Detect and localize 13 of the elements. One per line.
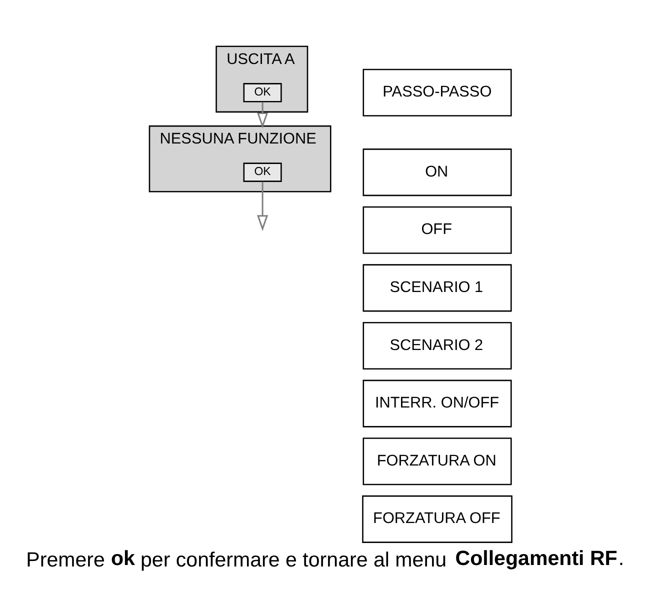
node-box: PASSO-PASSO [362, 68, 512, 116]
node-box: OK [243, 82, 282, 102]
node-box: FORZATURA OFF [362, 494, 512, 542]
node-box: SCENARIO 2 [362, 321, 512, 370]
caption: Premere ok per confermare e tornare al menu Collegamenti RF. [26, 546, 624, 571]
node-box: SCENARIO 1 [362, 264, 512, 312]
node-box: OFF [362, 206, 512, 254]
node-box: FORZATURA ON [362, 437, 512, 485]
node-box: INTERR. ON/OFF [362, 379, 512, 427]
node-box: OK [243, 162, 282, 182]
arrow [256, 102, 268, 128]
arrow [256, 181, 268, 231]
node-box: ON [362, 148, 512, 196]
